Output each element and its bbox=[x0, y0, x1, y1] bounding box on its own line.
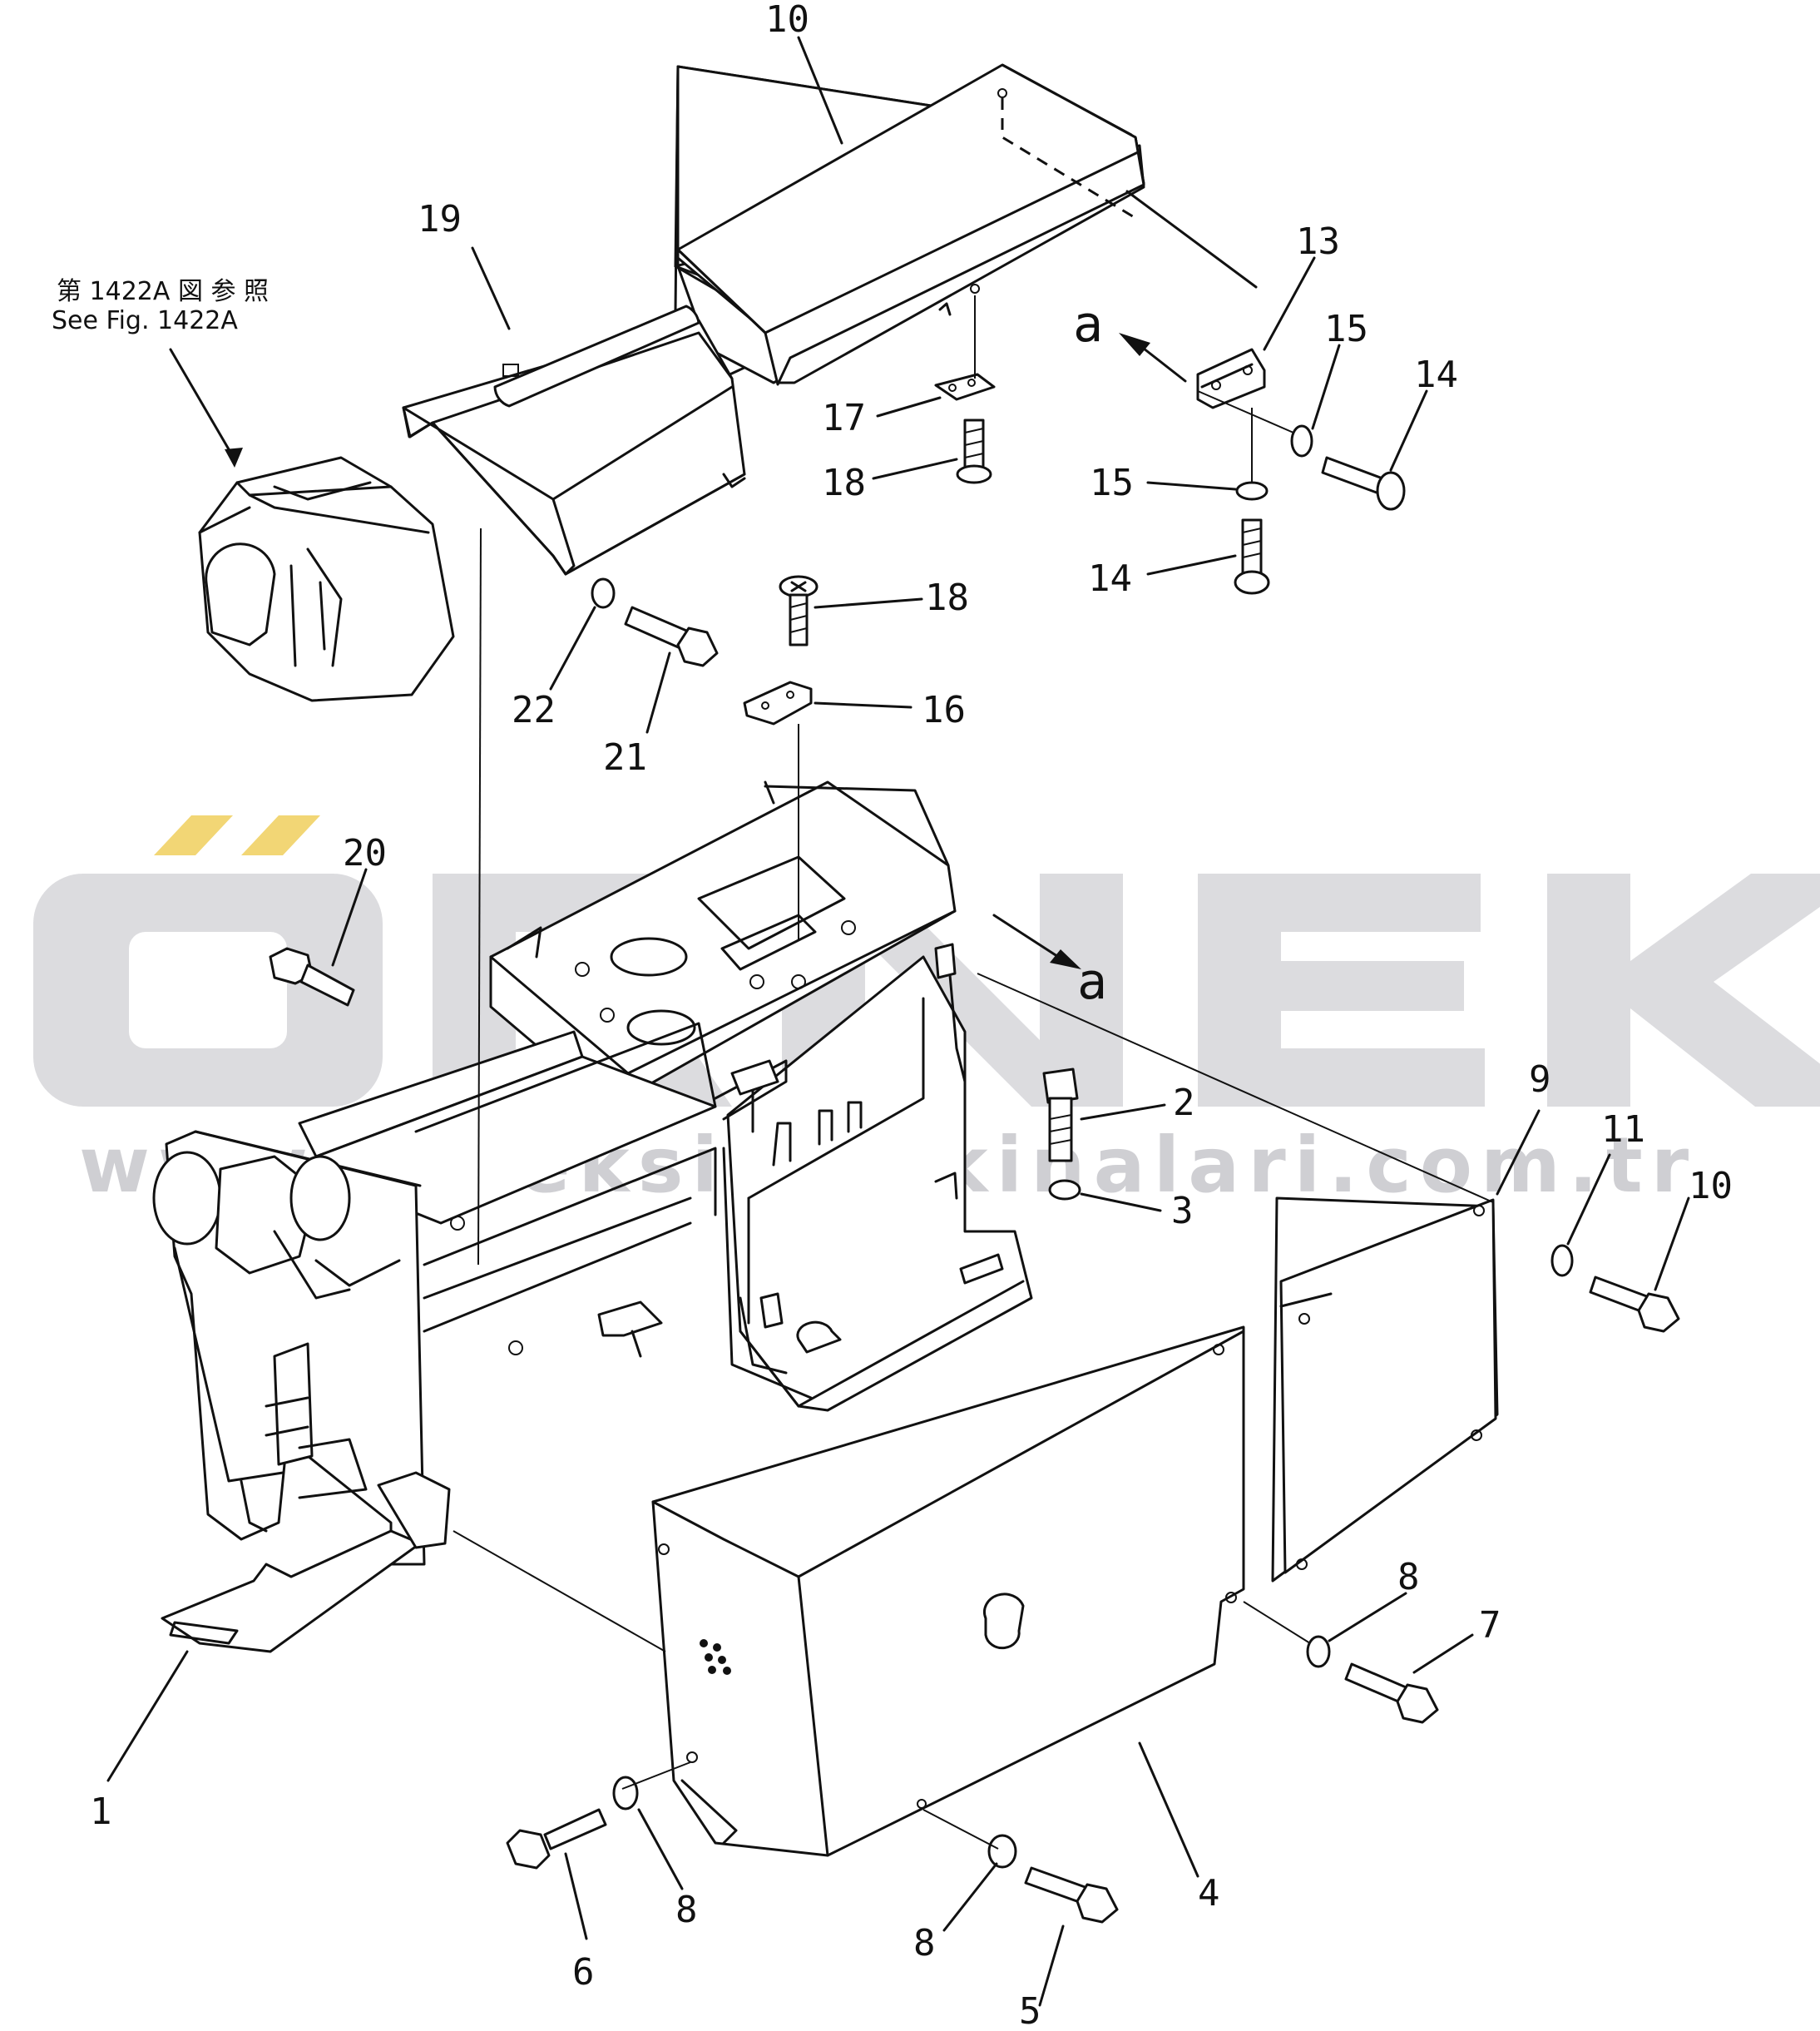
watermark-letter-o bbox=[33, 874, 383, 1107]
callout-13: 13 bbox=[1296, 220, 1340, 263]
part-4-large-cover bbox=[651, 1325, 1245, 1857]
reference-note: 第 1422A 図 参 照 See Fig. 1422A bbox=[52, 277, 269, 335]
callout-9: 9 bbox=[1529, 1058, 1551, 1101]
watermark-accent-left bbox=[154, 815, 233, 855]
referenced-cover-assembly bbox=[198, 456, 455, 702]
callout-6: 6 bbox=[572, 1951, 595, 1994]
part-11-washer bbox=[1550, 1244, 1574, 1277]
callout-20: 20 bbox=[343, 832, 387, 874]
part-10-bolt bbox=[1589, 1276, 1680, 1333]
callout-19: 19 bbox=[418, 198, 462, 240]
callout-14-upper: 14 bbox=[1414, 354, 1458, 396]
part-14-bolt-lower bbox=[1234, 518, 1270, 595]
callout-5: 5 bbox=[1019, 1990, 1041, 2027]
callout-18-upper: 18 bbox=[822, 462, 866, 504]
callout-16: 17 bbox=[822, 397, 866, 439]
part-18-screw-lower bbox=[779, 575, 819, 646]
reference-note-english: See Fig. 1422A bbox=[52, 306, 238, 335]
part-21-bolt bbox=[624, 606, 719, 667]
callout-8-left: 8 bbox=[675, 1889, 698, 1931]
callout-11-label: 11 bbox=[1601, 1108, 1645, 1151]
part-5-bolt bbox=[1024, 1866, 1119, 1924]
main-frame-assembly bbox=[152, 190, 1258, 1653]
reference-note-japanese: 第 1422A 図 参 照 bbox=[57, 277, 269, 306]
part-3-washer bbox=[1048, 1179, 1081, 1201]
view-marker-upper: a bbox=[1073, 295, 1103, 354]
part-8-washer-bottom bbox=[987, 1834, 1017, 1869]
part-14-bolt-right bbox=[1321, 456, 1406, 511]
callout-22: 22 bbox=[512, 689, 556, 731]
part-18-screw-upper bbox=[956, 419, 992, 484]
fasteners bbox=[269, 348, 1680, 1924]
part-12-top-cover bbox=[674, 63, 1145, 386]
watermark-letter-e bbox=[1198, 874, 1485, 1107]
part-2-bolt bbox=[1042, 1068, 1079, 1162]
callout-12: 10 bbox=[765, 0, 809, 41]
part-9-side-plate bbox=[1271, 1196, 1499, 1583]
vent-holes bbox=[700, 1639, 731, 1675]
callout-17: 16 bbox=[922, 689, 966, 731]
part-15-washer-right bbox=[1290, 424, 1313, 458]
part-8-washer-right bbox=[1306, 1635, 1331, 1668]
callout-3: 3 bbox=[1171, 1190, 1194, 1232]
callout-8-bottom: 8 bbox=[913, 1922, 936, 1964]
part-17-plate bbox=[743, 681, 813, 726]
watermark-letter-k bbox=[1547, 874, 1820, 1107]
part-19-cover bbox=[402, 305, 746, 576]
callout-21: 21 bbox=[603, 736, 647, 779]
callout-18-lower: 18 bbox=[925, 577, 969, 619]
part-8-washer-left bbox=[612, 1776, 639, 1811]
part-13-hinge bbox=[1196, 348, 1266, 409]
part-7-bolt bbox=[1344, 1662, 1439, 1724]
callout-4: 4 bbox=[1198, 1872, 1220, 1915]
callout-labels: 10 19 13 15 14 17 18 15 14 18 16 22 21 2… bbox=[90, 0, 1733, 2031]
part-15-washer-lower bbox=[1235, 481, 1269, 501]
part-6-bolt bbox=[506, 1808, 607, 1870]
callout-10-label: 10 bbox=[1689, 1165, 1733, 1207]
leader-lines bbox=[106, 36, 1690, 2007]
watermark-accent-right bbox=[241, 815, 320, 855]
part-16-plate bbox=[934, 373, 996, 401]
callout-15-lower: 15 bbox=[1090, 462, 1134, 504]
part-20-bolt bbox=[269, 947, 355, 1007]
callout-7: 7 bbox=[1479, 1604, 1501, 1647]
callout-8-right: 8 bbox=[1397, 1556, 1420, 1598]
callout-15-upper: 15 bbox=[1324, 308, 1368, 350]
callout-1: 1 bbox=[90, 1791, 112, 1833]
callout-14-lower: 14 bbox=[1088, 557, 1132, 600]
callout-2: 2 bbox=[1173, 1082, 1195, 1124]
view-marker-lower: a bbox=[1077, 953, 1107, 1011]
part-22-washer bbox=[591, 577, 616, 609]
